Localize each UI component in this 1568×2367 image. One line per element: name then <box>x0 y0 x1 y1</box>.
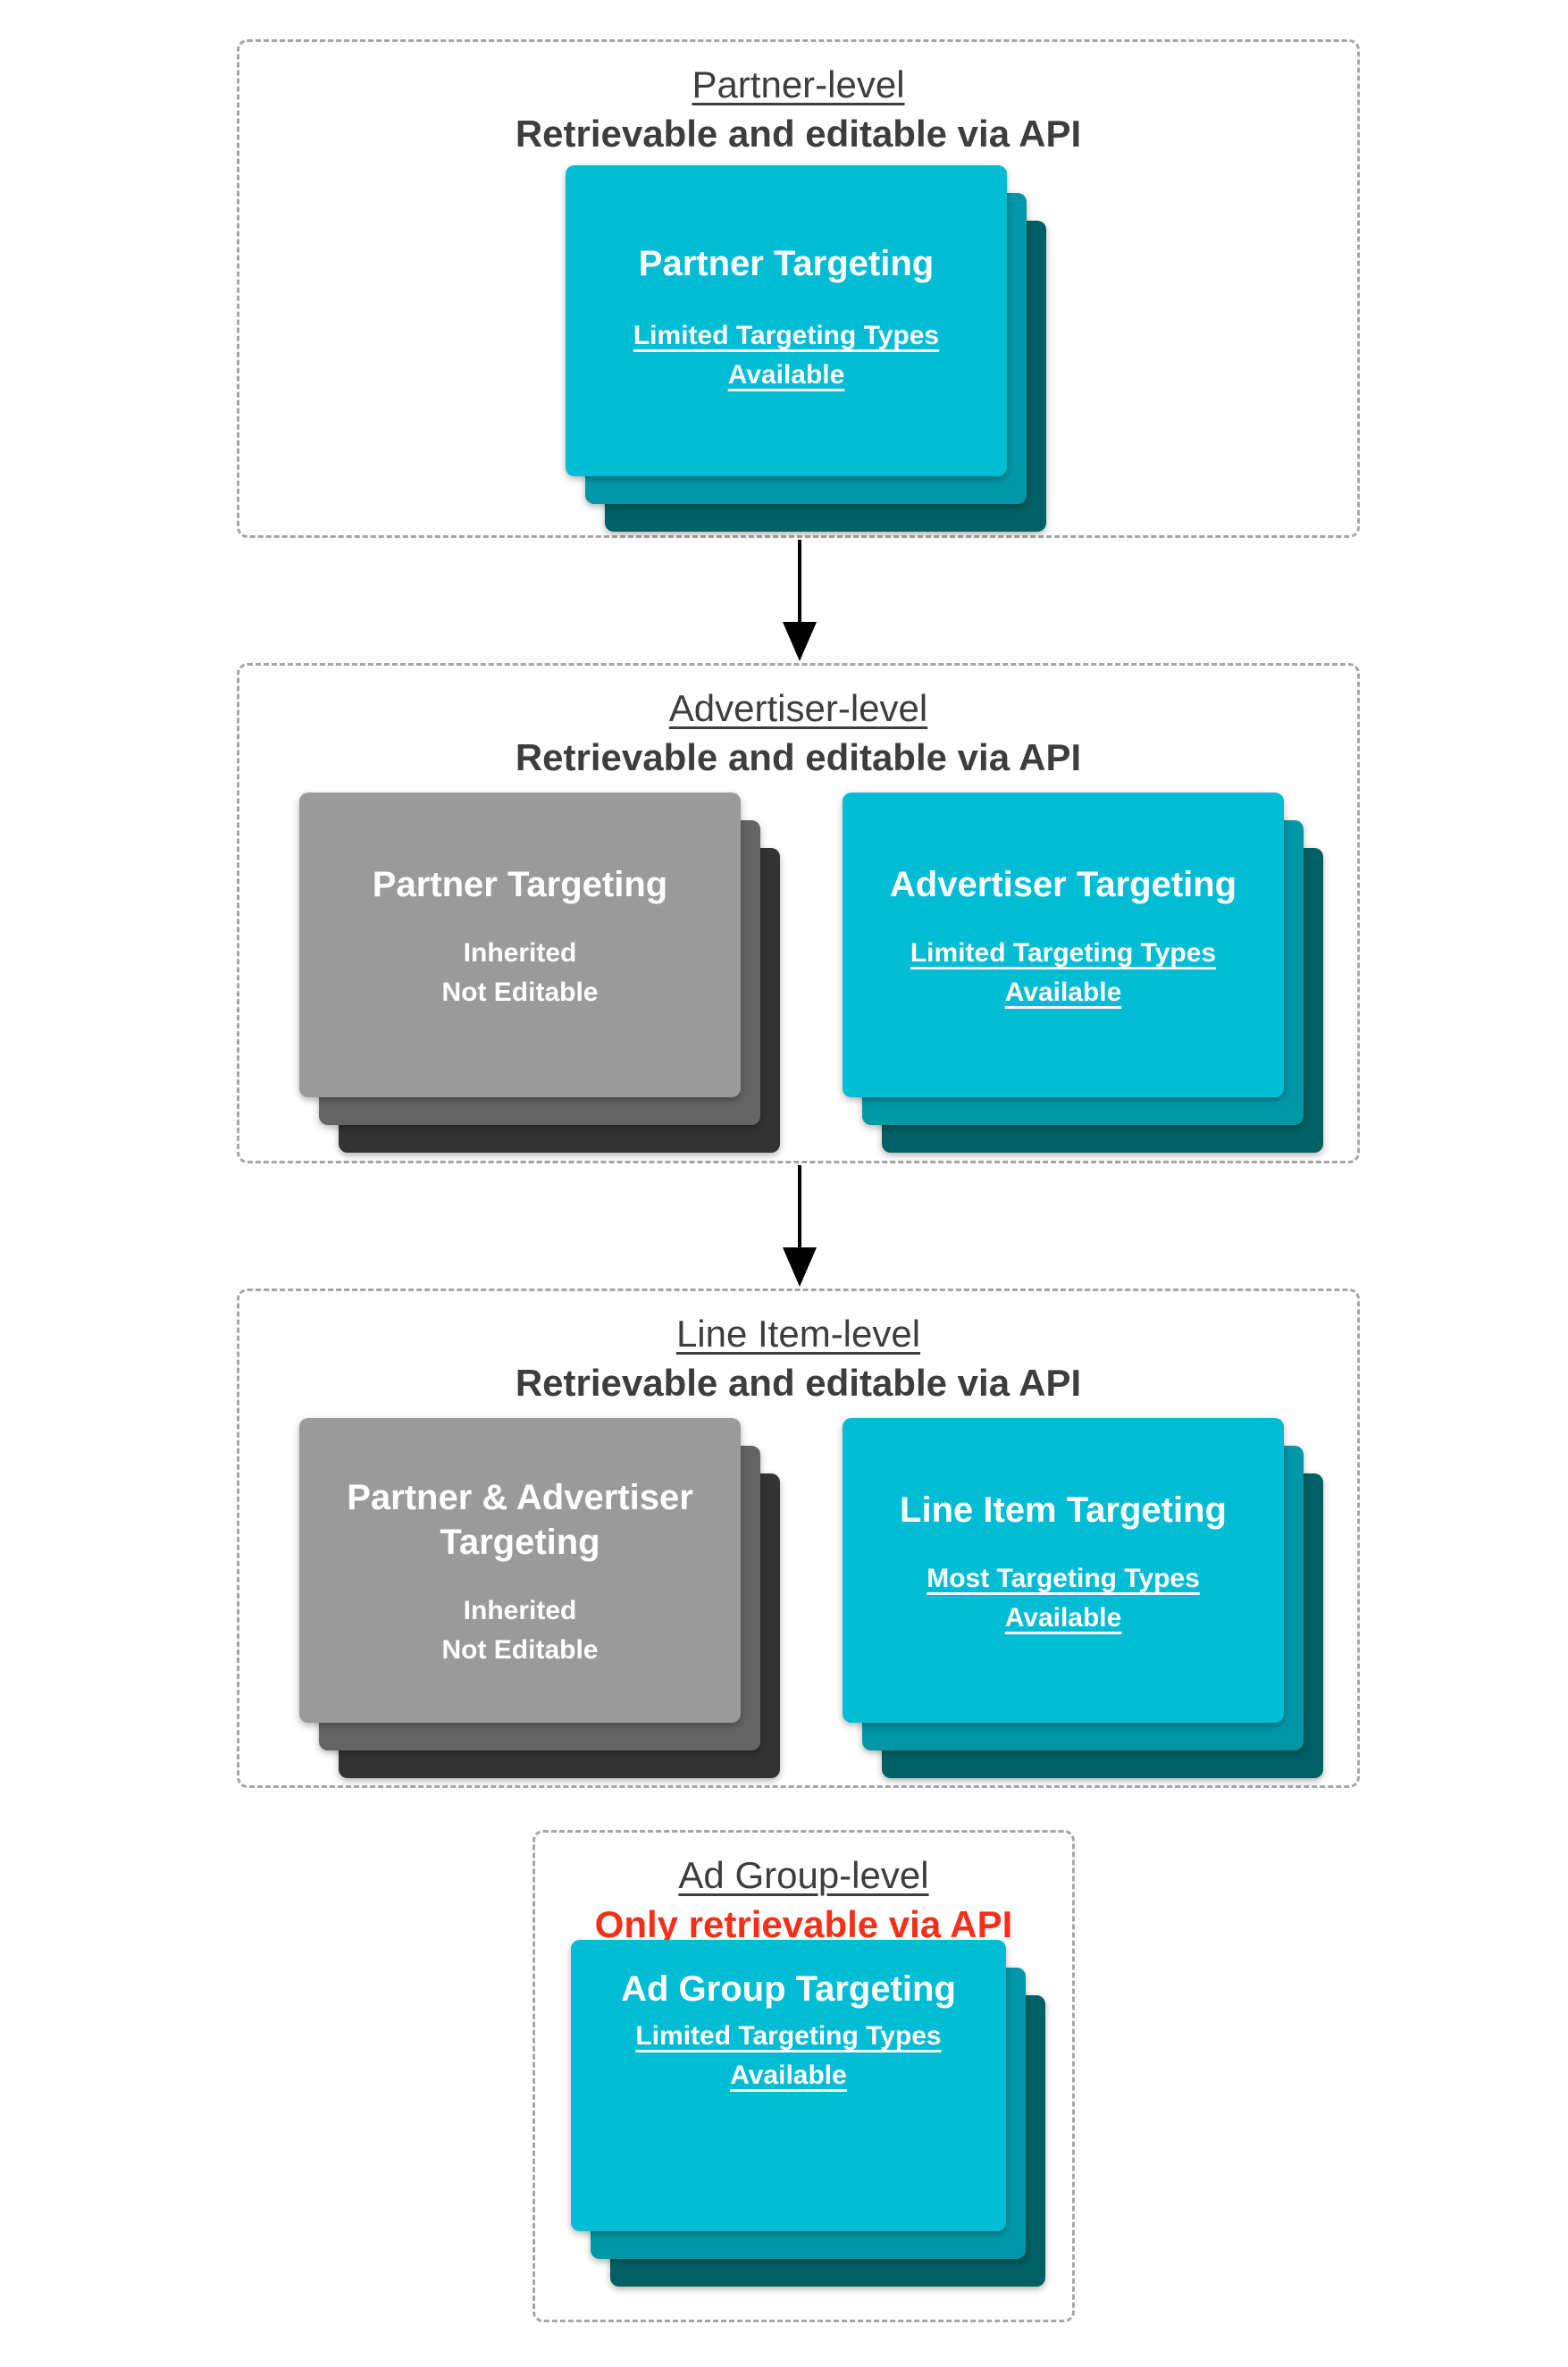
card-front: Advertiser Targeting Limited Targeting T… <box>843 793 1284 1097</box>
section-subtitle: Retrievable and editable via API <box>515 1362 1082 1404</box>
section-line-item-level: Line Item-level Retrievable and editable… <box>237 1288 1360 1788</box>
card-title: Line Item Targeting <box>900 1490 1227 1530</box>
card-stack-advertiser-targeting: Advertiser Targeting Limited Targeting T… <box>843 793 1323 1153</box>
arrow-head <box>783 622 817 661</box>
card-title: Ad Group Targeting <box>621 1969 956 2009</box>
card-stack-inherited-partner-advertiser-targeting: Partner & Advertiser Targeting Inherited… <box>299 1418 780 1778</box>
section-title: Partner-level <box>692 63 905 105</box>
section-ad-group-level: Ad Group-level Only retrievable via API … <box>532 1830 1075 2322</box>
card-line-inherited: Inherited <box>463 938 577 968</box>
section-subtitle: Retrievable and editable via API <box>515 113 1082 155</box>
card-line-inherited: Inherited <box>463 1596 577 1625</box>
card-stack-inherited-partner-targeting: Partner Targeting Inherited Not Editable <box>299 793 780 1153</box>
card-title: Partner & Advertiser Targeting <box>347 1478 693 1562</box>
card-front: Line Item Targeting Most Targeting Types… <box>843 1418 1284 1723</box>
card-title: Partner Targeting <box>638 244 935 283</box>
card-title: Partner Targeting <box>372 865 668 904</box>
card-stack-line-item-targeting: Line Item Targeting Most Targeting Types… <box>843 1418 1323 1778</box>
card-title: Advertiser Targeting <box>889 865 1237 904</box>
down-arrow-icon <box>778 1165 821 1287</box>
card-front: Partner Targeting Limited Targeting Type… <box>566 165 1007 476</box>
arrow-shaft <box>798 1165 801 1247</box>
section-title: Advertiser-level <box>668 687 928 729</box>
section-subtitle: Retrievable and editable via API <box>515 736 1082 778</box>
section-advertiser-level: Advertiser-level Retrievable and editabl… <box>237 663 1360 1163</box>
section-partner-level: Partner-level Retrievable and editable v… <box>237 39 1360 538</box>
card-subtitle: Limited Targeting Types Available <box>635 2021 942 2090</box>
arrow-shaft <box>798 540 801 622</box>
section-title: Ad Group-level <box>678 1854 929 1896</box>
section-subtitle: Only retrievable via API <box>594 1903 1013 1945</box>
card-stack-partner-targeting: Partner Targeting Limited Targeting Type… <box>566 165 1046 532</box>
card-subtitle: Most Targeting Types Available <box>927 1564 1200 1633</box>
down-arrow-icon <box>778 540 821 661</box>
card-line-not-editable: Not Editable <box>441 978 599 1007</box>
card-front: Partner Targeting Inherited Not Editable <box>299 793 741 1097</box>
card-stack-ad-group-targeting: Ad Group Targeting Limited Targeting Typ… <box>571 1940 1045 2287</box>
arrow-head <box>783 1247 817 1287</box>
card-line-not-editable: Not Editable <box>441 1635 599 1665</box>
card-subtitle: Limited Targeting Types Available <box>633 321 940 390</box>
card-front: Partner & Advertiser Targeting Inherited… <box>299 1418 741 1723</box>
card-subtitle: Limited Targeting Types Available <box>910 938 1217 1007</box>
section-title: Line Item-level <box>675 1313 921 1355</box>
card-front: Ad Group Targeting Limited Targeting Typ… <box>571 1940 1006 2231</box>
